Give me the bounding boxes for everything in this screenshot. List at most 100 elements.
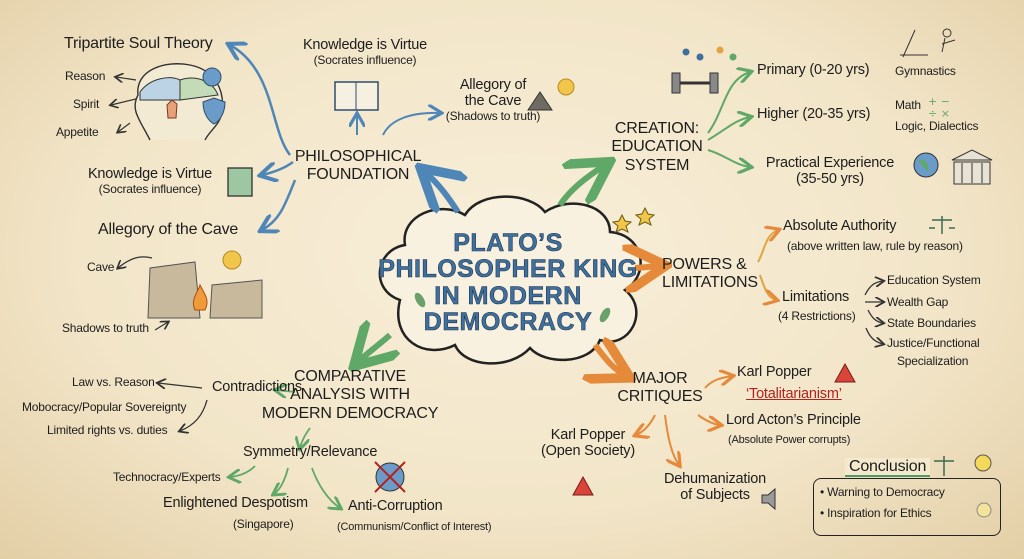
globe-icon bbox=[913, 152, 939, 178]
allegory-cave-top: Allegory of the Cave (Shadows to truth) bbox=[445, 77, 541, 123]
svg-text:+ −: + − bbox=[928, 95, 950, 108]
dumbbell-icon bbox=[671, 72, 719, 94]
logic-label: Logic, Dialectics bbox=[895, 119, 979, 133]
government-building-icon bbox=[951, 149, 993, 185]
gymnastics-label: Gymnastics bbox=[895, 64, 956, 78]
branch-title-line: FOUNDATION bbox=[306, 166, 410, 184]
svg-text:÷ ×: ÷ × bbox=[928, 107, 950, 120]
branch-title-line: ANALYSIS WITH bbox=[290, 386, 410, 404]
soul-part-reason: Reason bbox=[65, 69, 106, 83]
branch-powers-limitations: POWERS & LIMITATIONS bbox=[662, 256, 758, 293]
node-label: the Cave bbox=[464, 92, 522, 109]
conclusion-item-text: Warning to Democracy bbox=[827, 485, 945, 499]
conclusion-title-text: Conclusion bbox=[845, 458, 931, 477]
enlightened-despotism: Enlightened Despotism bbox=[163, 495, 308, 511]
gear-head-icon bbox=[202, 67, 222, 87]
conclusion-box bbox=[813, 478, 1001, 536]
stars-icon bbox=[611, 206, 656, 233]
arrow-to-education bbox=[557, 165, 605, 207]
contradiction-item: Mobocracy/Popular Sovereignty bbox=[22, 400, 187, 414]
branch-title-line: EDUCATION bbox=[611, 138, 703, 156]
education-primary: Primary (0-20 yrs) bbox=[757, 62, 870, 78]
node-label: Practical Experience bbox=[765, 155, 895, 171]
node-sublabel: (Socrates influence) bbox=[98, 181, 202, 196]
knowledge-virtue-top: Knowledge is Virtue (Socrates influence) bbox=[302, 37, 428, 67]
branch-title-line: MODERN DEMOCRACY bbox=[261, 404, 439, 422]
central-title: PLATO’S PHILOSOPHER KING IN MODERN DEMOC… bbox=[378, 229, 638, 336]
node-sublabel: (Shadows to truth) bbox=[445, 108, 541, 123]
shadows-label: Shadows to truth bbox=[62, 321, 149, 335]
title-line: IN MODERN bbox=[434, 281, 582, 310]
limitation-item: Wealth Gap bbox=[887, 295, 949, 309]
branch-education-system: CREATION: EDUCATION SYSTEM bbox=[611, 120, 702, 175]
knowledge-virtue-left: Knowledge is Virtue (Socrates influence) bbox=[88, 166, 212, 196]
hand-icon bbox=[166, 99, 178, 119]
lightbulb-icon bbox=[974, 454, 992, 472]
conclusion-item: • Inspiration for Ethics bbox=[820, 506, 932, 520]
laurel-icon bbox=[414, 292, 611, 323]
limitation-item: State Boundaries bbox=[887, 316, 976, 330]
branch-title-line: LIMITATIONS bbox=[662, 274, 758, 292]
despotism-sub: (Singapore) bbox=[233, 517, 294, 531]
node-sublabel: (Open Society) bbox=[541, 442, 635, 459]
math-label: Math bbox=[895, 98, 921, 112]
contradictions-label: Contradictions bbox=[212, 379, 302, 395]
branch-philosophical-foundation: PHILOSOPHICAL FOUNDATION bbox=[294, 148, 422, 185]
branch-title-line: COMPARATIVE bbox=[294, 368, 406, 385]
allegory-cave-left: Allegory of the Cave bbox=[98, 221, 239, 238]
title-line: PLATO’S bbox=[453, 229, 563, 257]
geometry-gymnast-icon bbox=[900, 28, 956, 58]
tripartite-soul-title: Tripartite Soul Theory bbox=[64, 35, 213, 52]
warning-icon bbox=[834, 362, 856, 383]
scales-icon bbox=[929, 216, 955, 234]
branch-title-line: CRITIQUES bbox=[617, 388, 703, 406]
arrow-to-foundation bbox=[425, 172, 458, 212]
limitations-sub: (4 Restrictions) bbox=[778, 309, 856, 323]
branch-title-line: PHILOSOPHICAL bbox=[294, 148, 422, 165]
branch-title-line: POWERS & bbox=[662, 256, 747, 273]
absolute-authority: Absolute Authority bbox=[783, 218, 897, 234]
lord-acton-principle: Lord Acton’s Principle bbox=[726, 412, 861, 428]
scales-icon bbox=[934, 456, 954, 476]
title-line: PHILOSOPHER KING bbox=[378, 255, 638, 284]
branch-major-critiques: MAJOR CRITIQUES bbox=[617, 370, 703, 407]
limitation-item: Justice/Functional bbox=[887, 336, 980, 350]
anti-corruption-sub: (Communism/Conflict of Interest) bbox=[337, 521, 492, 533]
music-notes-icon bbox=[682, 46, 737, 61]
contradiction-item: Limited rights vs. duties bbox=[47, 423, 168, 437]
node-label: of Subjects bbox=[680, 486, 750, 503]
education-higher: Higher (20-35 yrs) bbox=[757, 106, 871, 122]
node-label: Karl Popper bbox=[550, 427, 626, 443]
conclusion-item: • Warning to Democracy bbox=[820, 485, 945, 499]
limitations-label: Limitations bbox=[782, 289, 850, 305]
open-book-icon bbox=[334, 81, 379, 111]
arrow-to-critiques bbox=[595, 345, 625, 375]
branch-title-line: CREATION: bbox=[614, 120, 700, 137]
cave-label: Cave bbox=[87, 260, 115, 274]
cave-fire-icon bbox=[147, 250, 263, 319]
lightbulb-icon bbox=[976, 502, 992, 518]
anti-corruption: Anti-Corruption bbox=[348, 498, 443, 514]
crossed-globe-icon bbox=[374, 461, 406, 493]
branch-title-line: MAJOR bbox=[632, 370, 688, 387]
soul-part-appetite: Appetite bbox=[56, 125, 99, 139]
technocracy-label: Technocracy/Experts bbox=[113, 470, 221, 484]
math-symbols-icon: + −÷ × bbox=[928, 95, 950, 120]
totalitarianism-label: ‘Totalitarianism’ bbox=[746, 386, 842, 402]
mountain-sun-icon bbox=[527, 78, 575, 111]
node-label: Knowledge is Virtue bbox=[302, 37, 428, 53]
green-book-icon bbox=[227, 167, 253, 197]
soul-part-spirit: Spirit bbox=[73, 97, 100, 111]
node-label: Allegory of bbox=[459, 77, 527, 93]
contradiction-item: Law vs. Reason bbox=[72, 375, 155, 389]
symmetry-relevance: Symmetry/Relevance bbox=[243, 444, 378, 460]
arrow-to-powers bbox=[635, 266, 660, 268]
education-practical: Practical Experience (35-50 yrs) bbox=[765, 155, 895, 188]
limitation-item: Education System bbox=[887, 273, 981, 287]
conclusion-item-text: Inspiration for Ethics bbox=[827, 506, 932, 520]
conclusion-title: Conclusion bbox=[845, 458, 931, 477]
title-line: DEMOCRACY bbox=[423, 307, 593, 336]
dehumanization: Dehumanization of Subjects bbox=[664, 471, 766, 504]
